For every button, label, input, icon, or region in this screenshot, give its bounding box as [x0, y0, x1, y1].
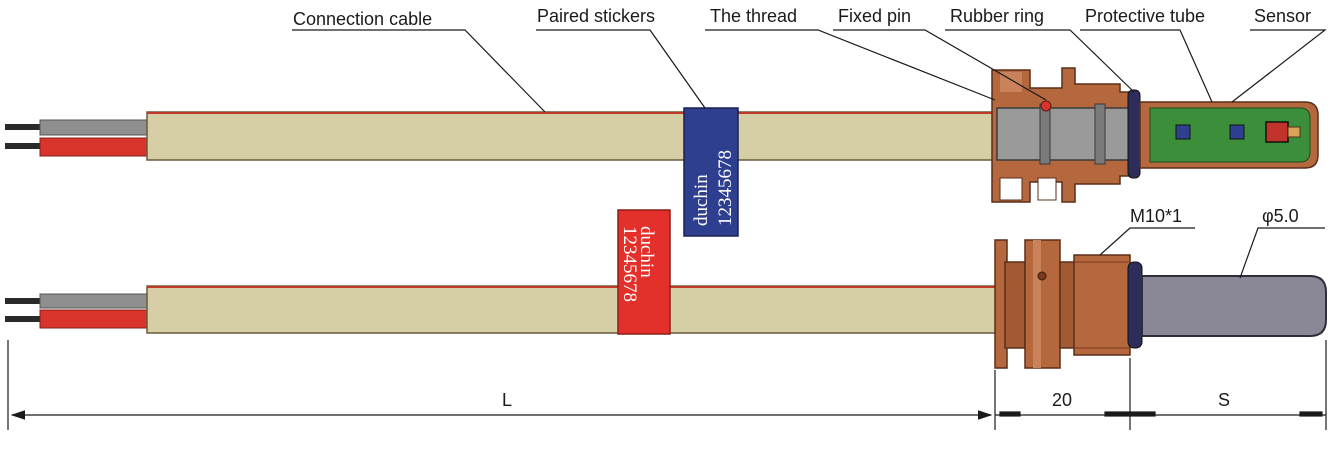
label-the-thread: The thread [710, 6, 797, 26]
sticker-red-brand: duchin [636, 226, 657, 278]
top-cable [146, 111, 998, 161]
label-diameter: φ5.0 [1262, 206, 1299, 226]
label-sensor: Sensor [1254, 6, 1311, 26]
sticker-red: duchin 12345678 [617, 209, 671, 335]
fixed-pin [1040, 100, 1052, 112]
bottom-wires [5, 293, 149, 329]
label-fixed-pin: Fixed pin [838, 6, 911, 26]
bottom-brass-fitting [994, 239, 1131, 369]
probe-tube [1141, 275, 1327, 337]
top-assembly: duchin 12345678 [5, 67, 1319, 237]
sticker-red-code: 12345678 [619, 226, 640, 302]
dimension-sensor-length: S [1218, 390, 1230, 410]
sensor-chip [1265, 121, 1289, 143]
label-protective-tube: Protective tube [1085, 6, 1205, 26]
dimension-lines [7, 340, 1327, 430]
label-thread-spec: M10*1 [1130, 206, 1182, 226]
callouts [292, 29, 1327, 279]
top-steel-sleeve [996, 100, 1148, 165]
label-paired-stickers: Paired stickers [537, 6, 655, 26]
bottom-cable [146, 285, 998, 334]
bottom-assembly: duchin 12345678 [5, 209, 1327, 369]
thread-section [1073, 254, 1131, 356]
top-wires [5, 119, 149, 157]
label-rubber-ring: Rubber ring [950, 6, 1044, 26]
top-rubber-ring [1127, 89, 1141, 179]
top-protective-tube [1139, 101, 1319, 169]
dimension-fitting: 20 [1052, 390, 1072, 410]
sticker-blue-brand: duchin [691, 174, 712, 226]
label-connection-cable: Connection cable [293, 9, 432, 29]
bottom-rubber-ring [1127, 261, 1143, 349]
sticker-blue-code: 12345678 [715, 150, 736, 226]
sticker-blue: duchin 12345678 [683, 107, 739, 237]
dimension-length: L [502, 390, 512, 410]
